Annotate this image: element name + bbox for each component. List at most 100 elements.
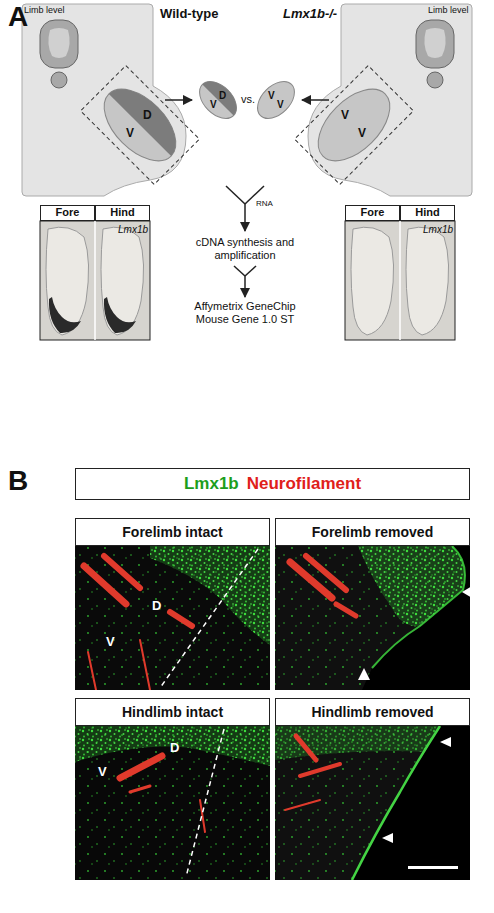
illustration-part <box>275 726 440 760</box>
illustration-part <box>120 756 205 832</box>
illustration-part <box>400 221 455 340</box>
dorsal-label: D <box>170 740 179 756</box>
image-header: Hindlimb intact <box>75 698 270 726</box>
header-text: Forelimb removed <box>312 524 433 541</box>
sample-label: RNA <box>256 199 273 209</box>
illustration-part <box>22 4 186 196</box>
illustration-part <box>275 726 440 760</box>
header-text: Hind <box>110 206 134 219</box>
hindlimb-intact-image <box>75 726 270 880</box>
illustration-part <box>372 546 465 668</box>
step-label: Affymetrix GeneChip Mouse Gene 1.0 ST <box>178 300 312 326</box>
illustration-part <box>275 546 465 690</box>
illustration-part <box>358 546 465 626</box>
dorsal-label: D <box>219 90 226 102</box>
in-situ-images <box>40 221 455 340</box>
illustration-part <box>302 99 329 101</box>
illustration-part <box>104 556 140 588</box>
illustration-part <box>275 726 470 880</box>
illustration-part <box>308 4 472 196</box>
header-text: Forelimb intact <box>122 524 222 541</box>
stain-header: Lmx1b Neurofilament <box>75 468 470 500</box>
illustration-part <box>160 549 258 688</box>
ventral-label: V <box>277 99 284 111</box>
image-header: Hind <box>400 205 455 221</box>
illustration-part <box>140 640 150 690</box>
genotype-label: Lmx1b-/- <box>283 6 337 22</box>
illustration-part <box>462 586 470 598</box>
illustration-part <box>408 866 458 869</box>
illustration-part <box>416 20 454 68</box>
image-header: Fore <box>40 205 95 221</box>
illustration-part <box>91 76 189 174</box>
dorsal-label: D <box>143 108 152 122</box>
illustration-part <box>75 726 270 880</box>
illustration-part <box>382 833 393 843</box>
ventral-label: V <box>358 126 366 140</box>
panel-letter: B <box>8 464 28 498</box>
ventral-label: V <box>210 99 217 111</box>
wild-type-embryo <box>22 4 199 196</box>
ventral-label: V <box>268 90 275 102</box>
illustration-part <box>251 75 302 126</box>
illustration-part <box>120 756 162 778</box>
dissected-limb-wild-type <box>193 75 244 126</box>
header-text: Hindlimb removed <box>311 704 433 721</box>
ventral-label: V <box>106 634 115 650</box>
illustration-part <box>186 729 224 877</box>
illustration-part <box>285 800 320 810</box>
illustration-part <box>306 556 346 590</box>
illustration-part <box>427 72 443 88</box>
comparison-label: vs. <box>241 93 255 106</box>
illustration-part <box>40 221 95 340</box>
illustration-part <box>300 764 340 776</box>
illustration-part <box>49 297 81 333</box>
illustration-part <box>345 221 455 340</box>
illustration-part <box>84 556 192 690</box>
header-text: Hindlimb intact <box>122 704 223 721</box>
illustration-part <box>81 66 200 185</box>
illustration-part <box>88 652 96 690</box>
illustration-part <box>399 221 401 340</box>
header-text: Fore <box>361 206 385 219</box>
illustration-part <box>275 726 440 880</box>
illustration-part <box>40 20 78 68</box>
illustration-part <box>358 668 370 680</box>
illustration-part <box>104 297 136 333</box>
illustration-part <box>75 726 270 880</box>
illustration-part <box>130 786 150 792</box>
illustration-part <box>244 204 246 231</box>
ventral-label: V <box>341 108 349 122</box>
illustration-part <box>345 221 400 340</box>
illustration-part <box>406 227 449 335</box>
illustration-part <box>275 726 440 880</box>
illustration-part <box>234 266 245 276</box>
illustration-part <box>226 186 245 204</box>
forelimb-removed-image <box>275 546 470 690</box>
header-text: Hind <box>415 206 439 219</box>
dorsal-label: D <box>152 598 161 614</box>
illustration-part <box>200 800 205 832</box>
illustration-part <box>150 546 270 645</box>
illustration-part <box>285 736 340 810</box>
illustration-part <box>75 546 270 690</box>
illustration-part <box>46 227 89 335</box>
illustration-part <box>352 726 440 880</box>
illustration-part <box>245 266 256 276</box>
illustration-part <box>150 546 270 645</box>
header-text: Lmx1b <box>184 474 239 494</box>
forelimb-intact-image <box>75 546 270 690</box>
illustration-part <box>290 562 332 598</box>
genotype-label: Wild-type <box>160 6 218 22</box>
illustration-part <box>165 99 192 101</box>
illustration-part <box>275 546 470 690</box>
image-header: Hindlimb removed <box>275 698 470 726</box>
image-header: Forelimb removed <box>275 518 470 546</box>
illustration-part <box>440 737 451 747</box>
illustration-part <box>295 66 414 185</box>
illustration-part <box>351 227 394 335</box>
illustration-part <box>290 556 356 616</box>
illustration-part <box>202 75 243 116</box>
header-text: Neurofilament <box>247 474 361 494</box>
